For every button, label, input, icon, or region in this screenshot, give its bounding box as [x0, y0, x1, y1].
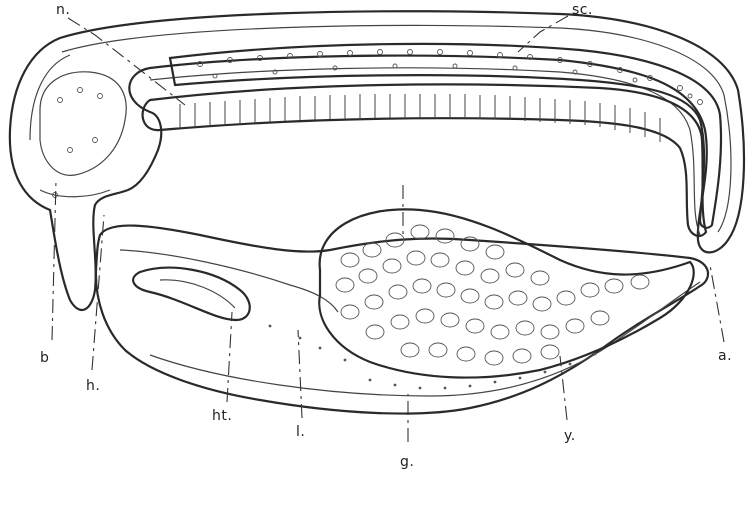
body-outer-wall — [10, 11, 744, 310]
label-n: n. — [56, 2, 70, 18]
leader-b — [52, 180, 56, 340]
label-y: y. — [564, 428, 576, 444]
leader-l — [298, 330, 302, 418]
notochord-segments — [180, 94, 660, 142]
leader-a — [710, 265, 724, 342]
label-h: h. — [86, 378, 100, 394]
leader-ht — [227, 312, 232, 402]
gut-wall-speckles — [269, 325, 597, 390]
label-b: b — [40, 350, 49, 366]
heart-inner — [160, 280, 235, 308]
brain-cavity — [40, 72, 126, 176]
yolk-cells — [336, 225, 649, 365]
notochord-band — [143, 84, 706, 236]
label-g: g. — [400, 454, 414, 470]
label-a: a. — [718, 348, 732, 364]
leader-y — [560, 356, 567, 420]
yolk-mass — [319, 209, 694, 377]
label-sc: sc. — [572, 2, 593, 18]
label-l: l. — [296, 424, 305, 440]
gut-outer-wall — [96, 226, 708, 414]
label-ht: ht. — [212, 408, 232, 424]
gut-inner-wall — [120, 250, 700, 396]
